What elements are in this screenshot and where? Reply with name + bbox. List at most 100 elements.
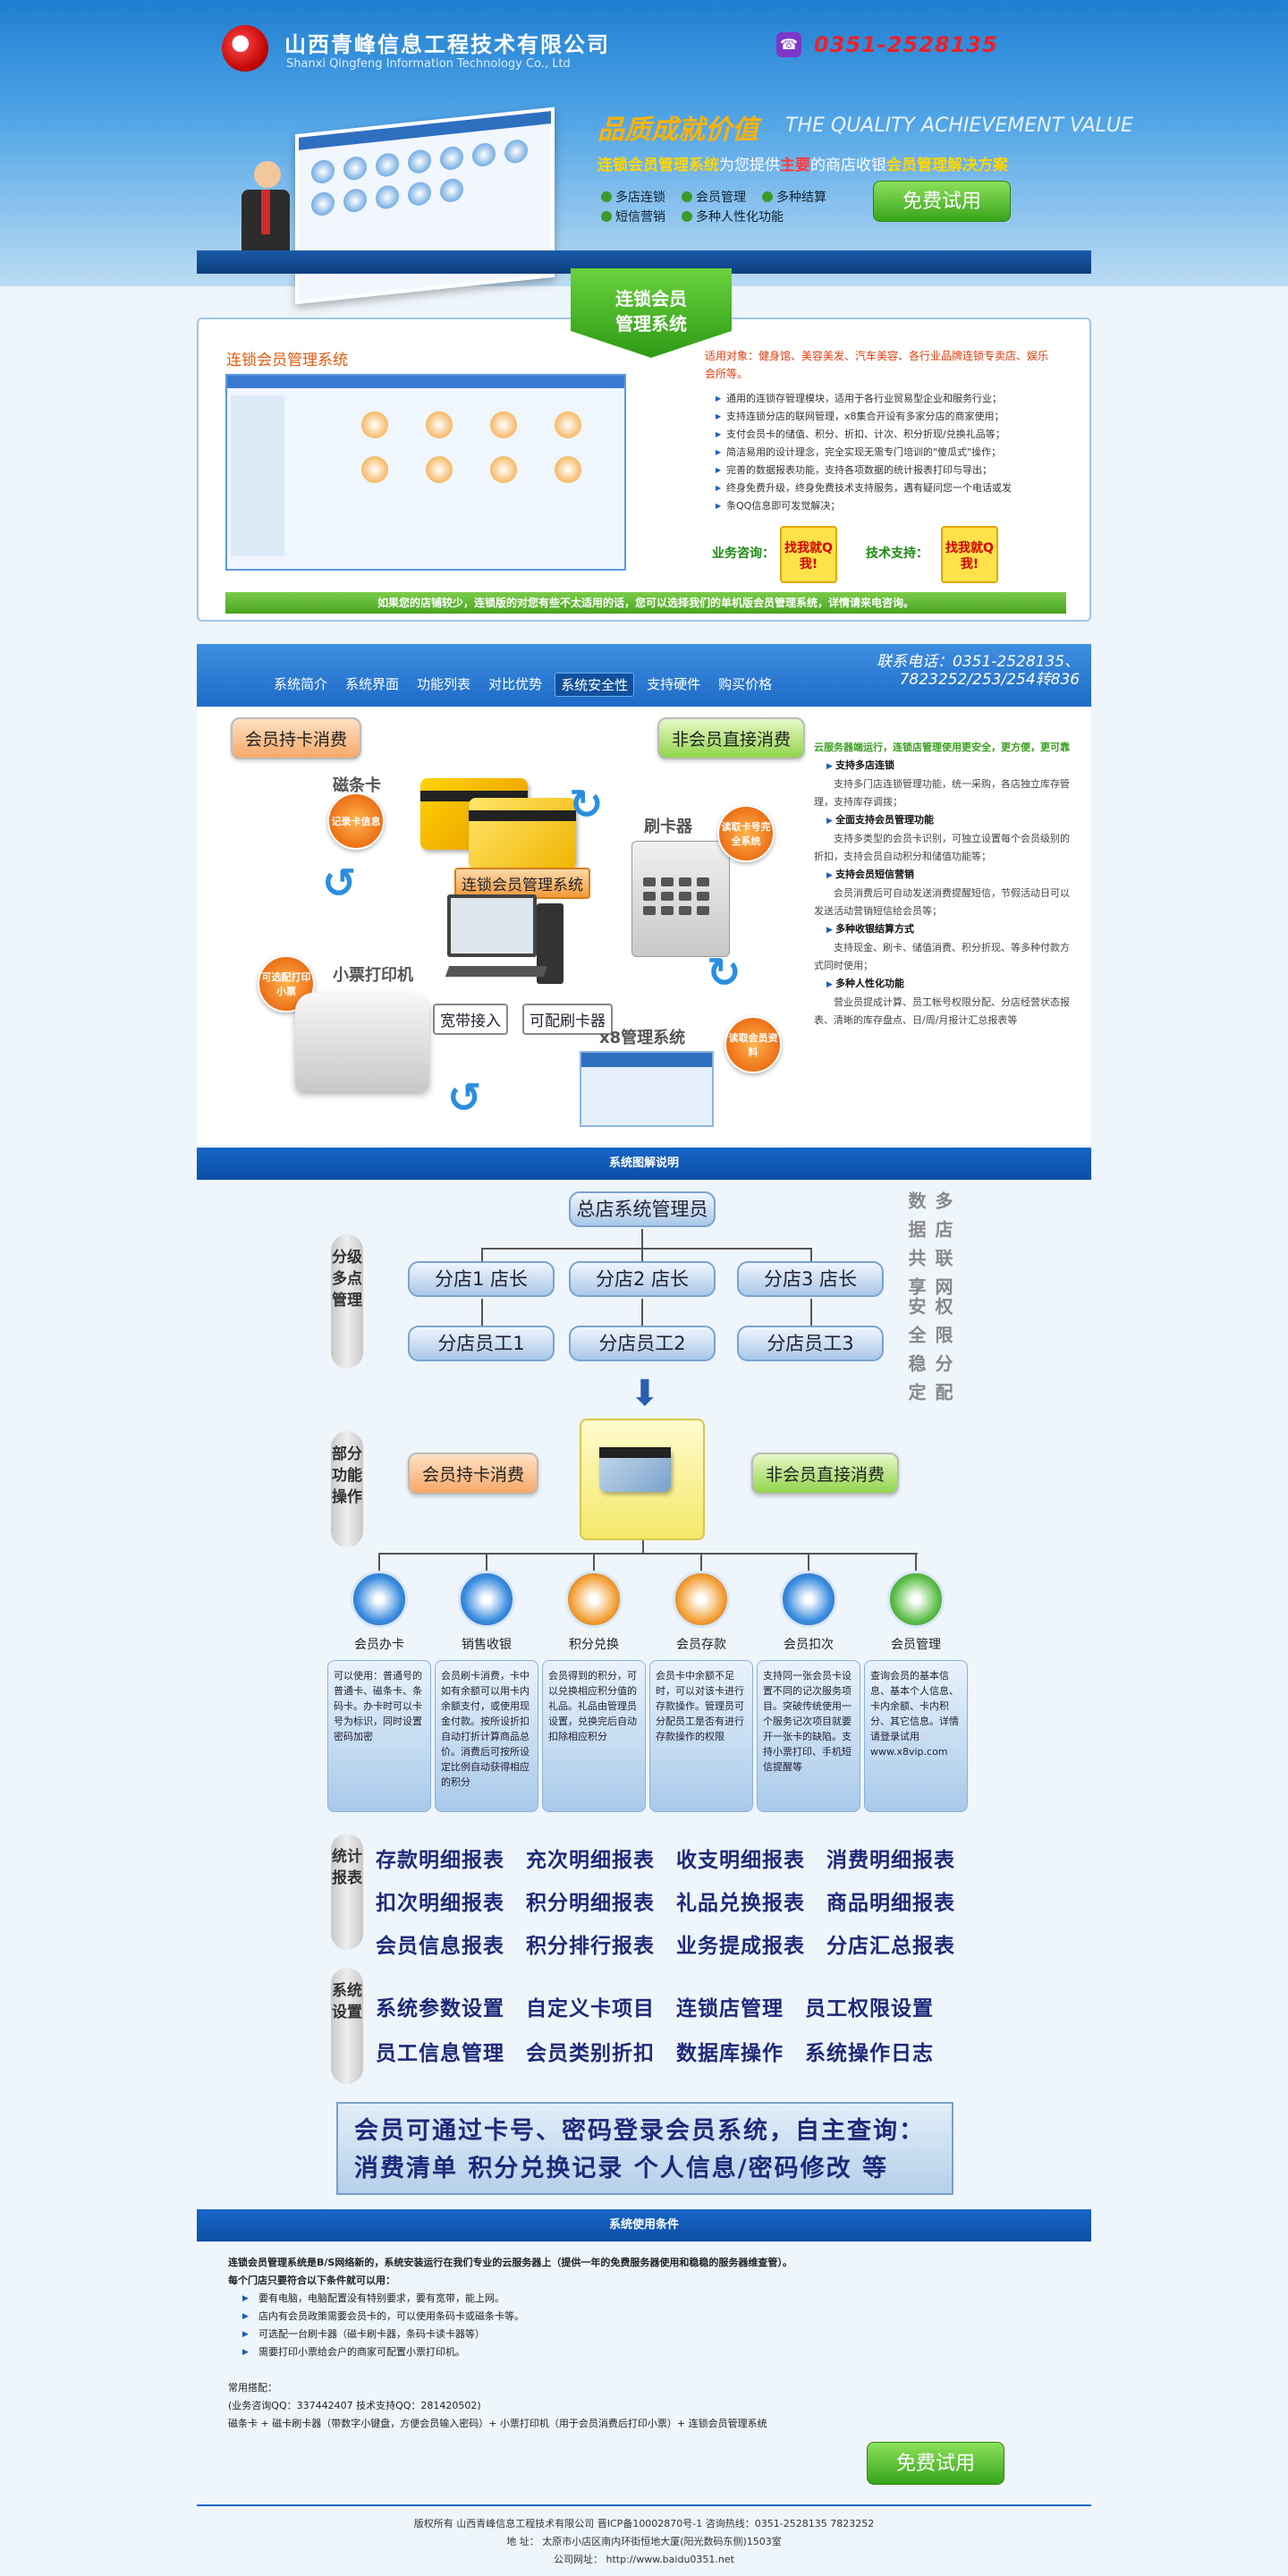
function-title: 会员存款: [676, 1638, 726, 1652]
hero-screenshot: [295, 106, 555, 305]
feature-heading: 多种人性化功能: [826, 975, 1073, 994]
sales-qq-button[interactable]: 找我就Q我!: [780, 526, 837, 583]
phone-number: 0351-2528135: [814, 32, 998, 57]
function-col: 销售收银 会员刷卡消费，卡中如有余额可以用卡内余额支付，或使用现金付款。按所设折…: [433, 1553, 540, 1812]
points-icon: [565, 1571, 623, 1628]
connector: [810, 1299, 812, 1326]
settings-item: 连锁店管理: [676, 1997, 784, 2021]
feature-multi-settle: 多种结算: [762, 188, 826, 206]
deduct-icon: [780, 1571, 837, 1628]
conditions-intro: 连锁会员管理系统是B/S网络新的，系统安装运行在我们专业的云服务器上（提供一年的…: [228, 2257, 792, 2268]
list-item: 支持连锁分店的联网管理，x8集合开设有多家分店的商家使用；: [716, 408, 1059, 426]
flow-arrow-icon: ↺: [447, 1073, 482, 1122]
settings-item: 员工权限设置: [805, 1997, 934, 2021]
tab-hardware[interactable]: 支持硬件: [647, 676, 701, 692]
down-arrow-icon: ⬇: [630, 1373, 660, 1414]
branch-manager-3: 分店3 店长: [737, 1261, 884, 1297]
support-qq-button[interactable]: 找我就Q我!: [941, 526, 998, 583]
list-item: 要有电脑，电脑配置没有特别要求，要有宽带，能上网。: [228, 2290, 1051, 2308]
list-item: 完善的数据报表功能，支持各项数据的统计报表打印与导出；: [716, 462, 1059, 479]
header-banner: [0, 0, 1288, 286]
company-logo-icon: [222, 25, 268, 72]
hardware-description: 云服务器端运行，连锁店管理使用更安全，更方便，更可靠 支持多店连锁 支持多门店连…: [814, 739, 1073, 1030]
branch-staff-2: 分店员工2: [569, 1326, 716, 1361]
step-1-burst: 记录卡信息: [327, 792, 385, 850]
settings-list: 系统参数设置自定义卡项目连锁店管理员工权限设置 员工信息管理会员类别折扣数据库操…: [376, 1991, 934, 2066]
list-item: 终身免费升级，终身免费技术支持服务，遇有疑问您一个电话或发: [716, 479, 1059, 497]
right-caption-3: 权限分配: [932, 1297, 953, 1411]
report-item: 扣次明细报表: [376, 1892, 504, 1915]
feature-heading: 多种收银结算方式: [826, 920, 1073, 939]
feature-desc: 支持多门店连锁管理功能，统一采购，各店独立库存管理，支持库存调拨；: [814, 778, 1070, 808]
receipt-printer-image: [295, 993, 429, 1091]
list-item: 通用的连锁存管理模块，适用于各行业贸易型企业和服务行业；: [716, 390, 1059, 408]
settings-item: 自定义卡项目: [526, 1997, 655, 2021]
free-trial-button-bottom[interactable]: 免费试用: [867, 2442, 1004, 2485]
report-label: 统计报表: [331, 1834, 363, 1950]
function-columns: 会员办卡 可以使用：普通号的普通卡、磁条卡、条码卡。办卡时可以卡号为标识，同时设…: [326, 1553, 970, 1812]
computer-image: [445, 894, 564, 993]
feature-multi-store: 多店连锁: [601, 188, 665, 206]
feature-sms: 短信营销: [601, 208, 665, 225]
reader-label: 刷卡器: [644, 818, 692, 836]
tagline: 连锁会员管理系统为您提供主要的商店收银会员管理解决方案: [597, 157, 1008, 174]
magcard-label: 磁条卡: [333, 776, 381, 795]
report-item: 存款明细报表: [376, 1849, 504, 1872]
report-item: 收支明细报表: [676, 1849, 805, 1872]
conditions-section-title: 系统使用条件: [197, 2209, 1091, 2241]
branch-staff-1: 分店员工1: [408, 1326, 555, 1361]
notice-bar: 如果您的店铺较少，连锁版的对您有些不太适用的话，您可以选择我们的单机版会员管理系…: [225, 592, 1066, 614]
broadband-label: 宽带接入: [433, 1004, 508, 1035]
footer-website-link[interactable]: 公司网址： http://www.baidu0351.net: [554, 2554, 734, 2565]
phone-icon: ☎: [776, 32, 801, 57]
list-item: 可选配一台刷卡器（磁卡刷卡器，条码卡读卡器等）: [228, 2326, 1051, 2343]
function-desc: 可以使用：普通号的普通卡、磁条卡、条码卡。办卡时可以卡号为标识，同时设置密码加密: [327, 1660, 431, 1812]
branch-manager-2: 分店2 店长: [569, 1261, 716, 1297]
tab-interface[interactable]: 系统界面: [345, 676, 400, 692]
list-item: 需要打印小票给会户的商家可配置小票打印机。: [228, 2343, 1051, 2361]
nav-tabs: 系统简介 系统界面 功能列表 对比优势 系统安全性 支持硬件 购买价格: [268, 673, 777, 697]
settings-item: 会员类别折扣: [526, 2042, 655, 2065]
slogan-en: THE QUALITY ACHIEVEMENT VALUE: [785, 114, 1133, 137]
free-trial-button-top[interactable]: 免费试用: [873, 181, 1011, 222]
report-item: 积分明细报表: [526, 1892, 655, 1915]
nav-contact: 联系电话：0351-2528135、7823252/253/254转836: [877, 653, 1080, 689]
company-name-en: Shanxi Qingfeng Information Technology C…: [286, 57, 571, 71]
function-title: 会员扣次: [784, 1638, 834, 1652]
function-desc: 会员得到的积分，可以兑换相应积分值的礼品。礼品由管理员设置，兑换完后自动扣除相应…: [542, 1660, 646, 1812]
connector: [641, 1299, 643, 1326]
function-desc: 会员刷卡消费，卡中如有余额可以用卡内余额支付，或使用现金付款。按所设折扣自动打折…: [435, 1660, 538, 1812]
member-mgmt-icon: [887, 1571, 945, 1628]
function-desc: 会员卡中余额不足时，可以对该卡进行存款操作。管理员可分配员工是否有进行存款操作的…: [649, 1660, 753, 1812]
conditions-need: 每个门店只要符合以下条件就可以用：: [228, 2275, 395, 2286]
magcard-image-2: [469, 798, 576, 869]
report-item: 积分排行报表: [526, 1935, 655, 1958]
feature-desc: 会员消费后可自动发送消费提醒短信，节假活动日可以发送活动营销短信给会员等；: [814, 887, 1070, 917]
tab-pricing[interactable]: 购买价格: [718, 676, 773, 692]
flow-arrow-icon: ↻: [569, 780, 604, 828]
function-col: 积分兑换 会员得到的积分，可以兑换相应积分值的礼品。礼品由管理员设置，兑换完后自…: [540, 1553, 648, 1812]
member-pay-label: 会员持卡消费: [231, 717, 362, 759]
report-item: 礼品兑换报表: [676, 1892, 805, 1915]
tab-intro[interactable]: 系统简介: [274, 676, 328, 692]
function-col: 会员管理 查询会员的基本信息、基本个人信息、卡内余额、卡内积分、其它信息。详情请…: [862, 1553, 970, 1812]
query-line-1: 会员可通过卡号、密码登录会员系统，自主查询：: [354, 2117, 925, 2145]
function-desc: 查询会员的基本信息、基本个人信息、卡内余额、卡内积分、其它信息。详情请登录试用 …: [864, 1660, 968, 1812]
tab-advantages[interactable]: 对比优势: [488, 676, 543, 692]
right-caption-2: 数据共享: [905, 1191, 927, 1306]
query-line-2: 消费清单 积分兑换记录 个人信息/密码修改 等: [354, 2155, 889, 2182]
tab-security[interactable]: 系统安全性: [555, 673, 635, 697]
report-item: 充次明细报表: [526, 1849, 655, 1872]
tagline-product: 连锁会员管理系统: [597, 157, 719, 174]
step-2-burst: 读取卡号完全系统: [717, 805, 775, 862]
connector: [481, 1248, 812, 1250]
feature-member-mgmt: 会员管理: [682, 188, 746, 206]
tab-features[interactable]: 功能列表: [417, 676, 471, 692]
x8-label: x8管理系统: [599, 1029, 686, 1047]
function-title: 积分兑换: [569, 1638, 619, 1652]
self-query-banner: 会员可通过卡号、密码登录会员系统，自主查询： 消费清单 积分兑换记录 个人信息/…: [336, 2102, 953, 2195]
feature-heading: 支持会员短信营销: [826, 866, 1073, 885]
settings-item: 系统参数设置: [376, 1997, 504, 2021]
function-title: 销售收银: [462, 1638, 512, 1652]
footer-divider: [197, 2504, 1091, 2506]
